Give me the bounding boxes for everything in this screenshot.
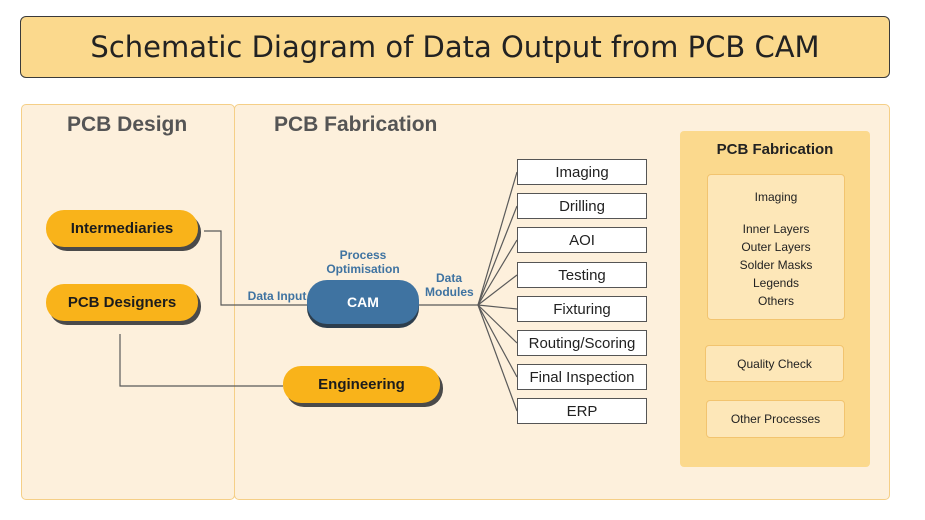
engineering-node: Engineering: [283, 366, 440, 403]
module-box: Fixturing: [517, 296, 647, 322]
fabrication-detail-title: PCB Fabrication: [716, 141, 834, 158]
imaging-item: Legends: [752, 276, 800, 290]
module-connector: [477, 171, 518, 306]
module-connector: [477, 304, 518, 310]
intermediaries-label: Intermediaries: [70, 220, 174, 237]
pcb-designers-label: PCB Designers: [67, 294, 177, 311]
imaging-item: Others: [757, 294, 794, 308]
imaging-detail-heading: Imaging: [754, 190, 798, 204]
cam-node: CAM: [307, 280, 419, 324]
module-label: Fixturing: [553, 300, 611, 318]
imaging-item: Solder Masks: [739, 258, 813, 272]
module-connector: [477, 304, 518, 412]
cam-label: CAM: [347, 294, 379, 310]
pcb-fabrication-heading: PCB Fabrication: [274, 113, 438, 136]
module-connector: [477, 239, 518, 306]
imaging-item: Outer Layers: [741, 240, 811, 254]
module-label: AOI: [569, 231, 595, 249]
intermediaries-node: Intermediaries: [46, 210, 198, 247]
module-label: Drilling: [559, 197, 605, 215]
module-box: Testing: [517, 262, 647, 288]
module-connector: [477, 304, 518, 378]
diagram-title: Schematic Diagram of Data Output from PC…: [90, 30, 820, 64]
module-box: Final Inspection: [517, 364, 647, 390]
module-box: Imaging: [517, 159, 647, 185]
module-box: Routing/Scoring: [517, 330, 647, 356]
pcb-designers-node: PCB Designers: [46, 284, 198, 321]
engineering-label: Engineering: [318, 376, 405, 393]
designers-engineering-connector: [119, 334, 283, 387]
module-box: Drilling: [517, 193, 647, 219]
module-connector: [477, 274, 518, 306]
title-banner: Schematic Diagram of Data Output from PC…: [20, 16, 890, 78]
module-label: Routing/Scoring: [528, 334, 636, 352]
pcb-design-heading: PCB Design: [67, 113, 188, 136]
module-box: AOI: [517, 227, 647, 253]
module-box: ERP: [517, 398, 647, 424]
data-modules-label: Data Modules: [425, 271, 474, 299]
module-label: ERP: [566, 402, 598, 420]
module-label: Imaging: [555, 163, 609, 181]
quality-check-box: Quality Check: [705, 345, 844, 382]
intermediaries-connector: [204, 230, 307, 306]
module-label: Final Inspection: [529, 368, 635, 386]
imaging-item: Inner Layers: [742, 222, 810, 236]
quality-check-label: Quality Check: [737, 356, 812, 371]
process-optimisation-label: Process Optimisation: [326, 248, 400, 276]
module-label: Testing: [558, 266, 606, 284]
module-connector: [477, 205, 518, 306]
data-input-label: Data Input: [247, 289, 307, 303]
module-connector: [477, 304, 518, 344]
other-processes-label: Other Processes: [730, 412, 821, 426]
other-processes-box: Other Processes: [706, 400, 845, 438]
